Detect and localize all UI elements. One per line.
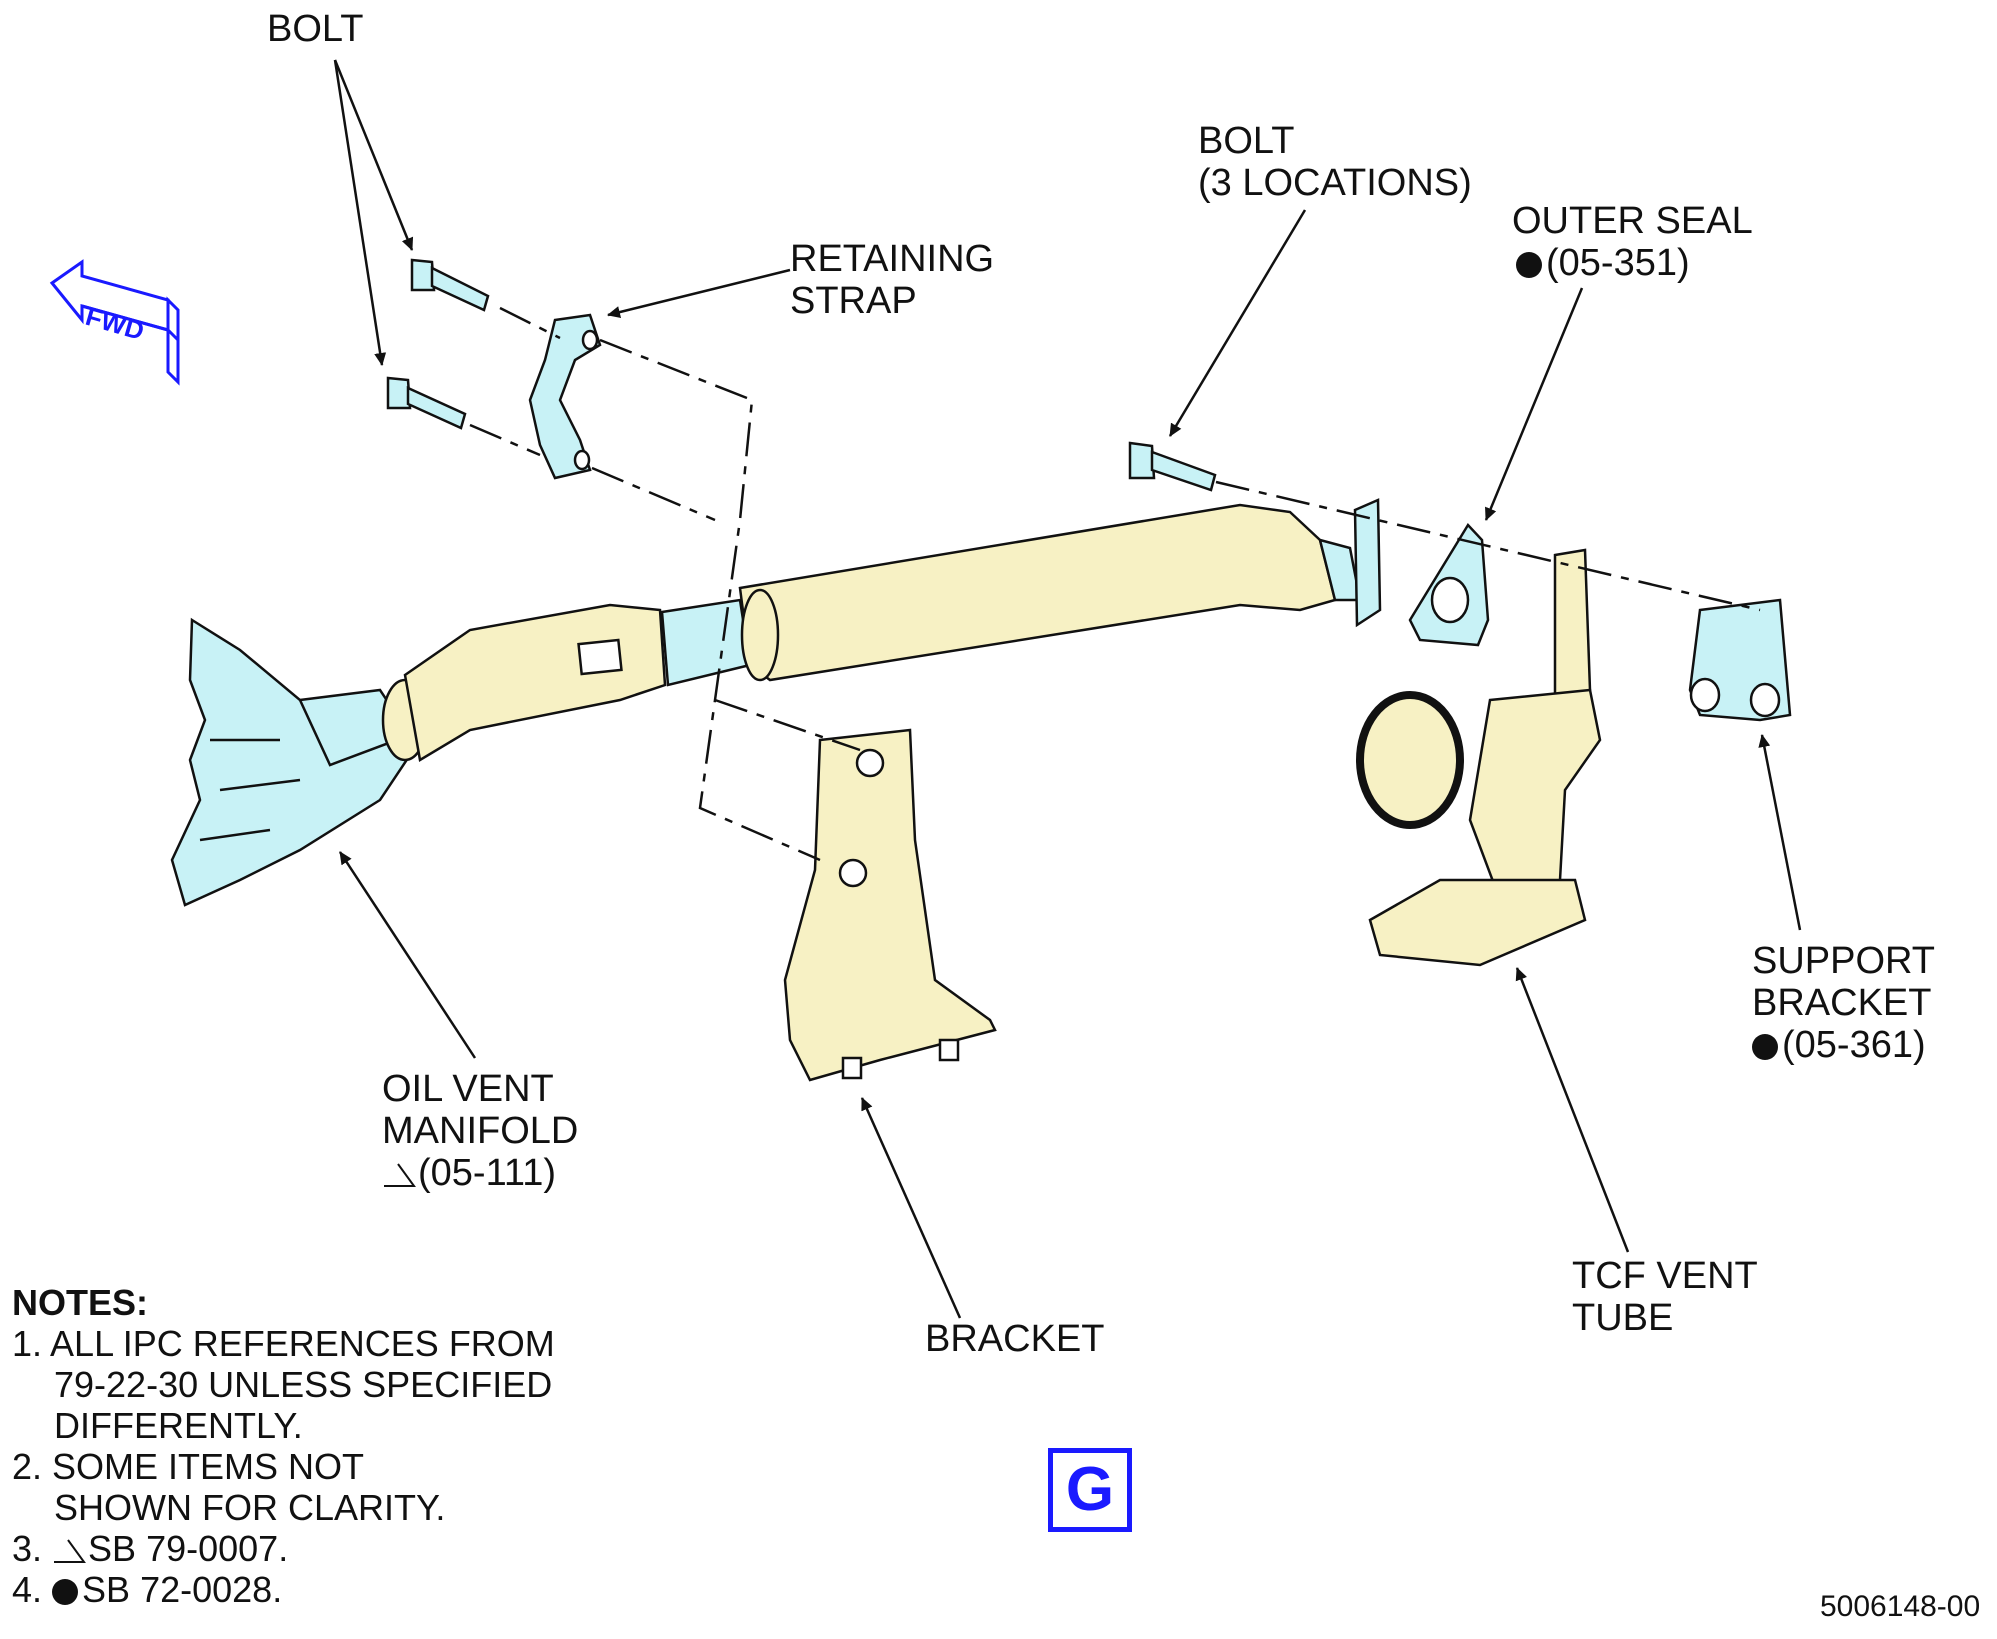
notes-title: NOTES: <box>12 1282 149 1323</box>
note-3: 3. SB 79-0007. <box>12 1528 289 1569</box>
leader-lines <box>333 59 1802 1319</box>
notes-block: NOTES: 1. ALL IPC REFERENCES FROM 79-22-… <box>12 1282 555 1610</box>
assembly-lines <box>469 306 1761 862</box>
bracket-part <box>783 728 997 1082</box>
callout-outer-seal: OUTER SEAL (05-351) <box>1512 200 1753 284</box>
sb-79-0007-triangle-icon <box>384 1163 416 1187</box>
fwd-arrow-icon: FWD <box>49 259 180 386</box>
pipe-flange-part <box>1353 498 1382 628</box>
note-4: 4. SB 72-0028. <box>12 1569 283 1610</box>
callout-retaining-strap: RETAINING STRAP <box>790 238 995 322</box>
note-1: 1. ALL IPC REFERENCES FROM 79-22-30 UNLE… <box>12 1323 555 1446</box>
callout-tcf-vent-tube: TCF VENT TUBE <box>1572 1255 1758 1339</box>
sb-72-0028-dot-icon <box>52 1579 79 1605</box>
callout-bolt-top: BOLT <box>267 8 364 50</box>
oil-vent-manifold-part <box>170 617 429 907</box>
callout-support-bracket: SUPPORT BRACKET (05-361) <box>1752 940 1936 1066</box>
callout-bolt-three-locations: BOLT (3 LOCATIONS) <box>1198 120 1472 204</box>
support-bracket-part <box>1688 598 1792 722</box>
sb-79-0007-triangle-icon <box>54 1539 87 1563</box>
outer-seal-part <box>1408 522 1490 647</box>
bolt-part <box>386 258 1217 492</box>
sb-72-0028-dot-icon <box>1516 252 1542 278</box>
callout-bracket: BRACKET <box>925 1318 1105 1360</box>
callout-oil-vent-manifold: OIL VENT MANIFOLD (05-111) <box>382 1068 579 1194</box>
sb-72-0028-dot-icon <box>1752 1034 1778 1060</box>
retaining-strap-part <box>528 313 602 480</box>
note-2: 2. SOME ITEMS NOT SHOWN FOR CLARITY. <box>12 1446 446 1528</box>
figure-number: 5006148-00 <box>1820 1590 1981 1623</box>
sheet-letter-badge: G <box>1048 1448 1132 1532</box>
tcf-vent-tube-part <box>1356 548 1602 967</box>
vent-pipe-part <box>403 503 1362 763</box>
